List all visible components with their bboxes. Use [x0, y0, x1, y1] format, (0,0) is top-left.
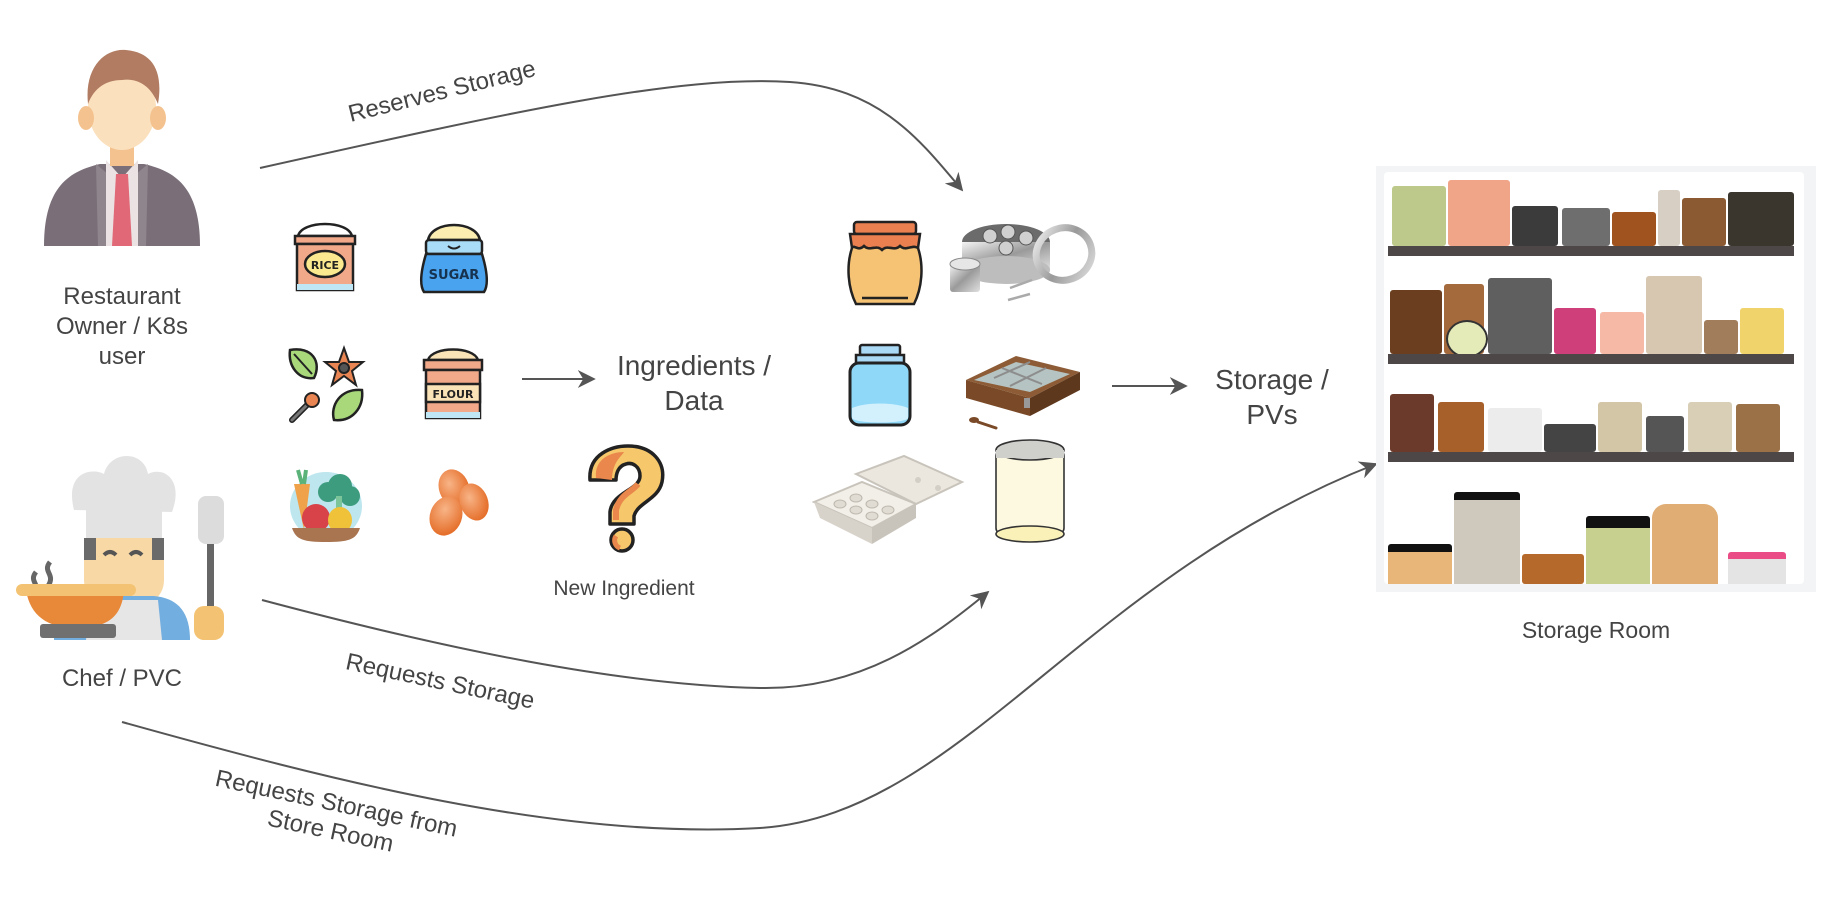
pantry-jar — [1522, 554, 1584, 584]
pantry-jar — [1488, 278, 1552, 354]
pantry-jar — [1600, 312, 1644, 354]
pantry-jar — [1544, 424, 1596, 452]
question-mark-icon — [582, 444, 668, 554]
pantry-shelf — [1388, 246, 1794, 256]
storage-room-label: Storage Room — [1521, 617, 1671, 643]
storage-label-line: Storage / — [1215, 364, 1329, 395]
owner-label: Restaurant Owner / K8s user — [22, 282, 222, 372]
ingredients-data-label: Ingredients / Data — [604, 348, 784, 418]
pantry-jar — [1388, 544, 1452, 584]
rice-bag-icon: RICE — [292, 218, 358, 294]
pantry-inner — [1384, 172, 1804, 584]
pantry-jar — [1554, 308, 1596, 354]
pantry-jar — [1652, 504, 1718, 584]
egg-carton-icon — [811, 452, 966, 548]
pantry-jar — [1562, 208, 1610, 246]
pantry-jar — [1658, 190, 1680, 246]
pantry-jar — [1598, 402, 1642, 452]
pantry-jar — [1728, 552, 1786, 584]
clear-jar-icon — [994, 436, 1066, 544]
chef-icon — [16, 456, 224, 640]
pantry-jar — [1438, 402, 1484, 452]
flour-bag-icon: FLOUR — [420, 344, 486, 422]
edge-reserves-storage — [259, 80, 964, 192]
pantry-jar — [1728, 192, 1794, 246]
pantry-jar — [1454, 492, 1520, 584]
sugar-bag-text: SUGAR — [429, 268, 480, 283]
chef-actor[interactable] — [14, 440, 234, 640]
pantry-jar — [1586, 516, 1650, 584]
pantry-jar — [1682, 198, 1726, 246]
pantry-jar — [1448, 180, 1510, 246]
sugar-bag-icon: SUGAR — [418, 218, 490, 296]
pantry-shelf — [1388, 452, 1794, 462]
pantry-jar — [1688, 402, 1732, 452]
pantry-jar — [1736, 404, 1780, 452]
pantry-jar — [1704, 320, 1738, 354]
spice-tin-icon — [946, 214, 1096, 310]
ingredients-label-line: Ingredients / — [616, 350, 772, 381]
eggs-icon — [424, 468, 494, 540]
pantry-jar — [1488, 408, 1542, 452]
pantry-shelf — [1388, 354, 1794, 364]
wooden-spice-box-icon — [960, 350, 1086, 430]
spices-icon — [286, 344, 366, 424]
owner-label-line: user — [98, 343, 146, 370]
pantry-jar — [1646, 416, 1684, 452]
chef-label: Chef / PVC — [61, 665, 183, 692]
owner-actor[interactable] — [40, 46, 204, 260]
pantry-jar — [1740, 308, 1784, 354]
pantry-jar — [1646, 276, 1702, 354]
businessman-icon — [44, 49, 200, 260]
pantry-jar — [1512, 206, 1558, 246]
flour-bag-text: FLOUR — [433, 388, 474, 401]
edge-requests-storage — [261, 590, 990, 690]
pantry-jar — [1390, 290, 1442, 354]
pantry-jar — [1612, 212, 1656, 246]
pantry-shelves-image — [1376, 166, 1816, 592]
owner-label-line: Owner / K8s — [55, 313, 189, 340]
storage-label-line: PVs — [1246, 399, 1298, 430]
new-ingredient-label: New Ingredient — [553, 577, 695, 600]
pantry-jar — [1390, 394, 1434, 452]
edge-requests-store-room — [121, 461, 1378, 831]
honey-jar-icon — [844, 218, 926, 308]
glass-jar-icon — [846, 342, 914, 428]
owner-label-line: Restaurant — [63, 283, 181, 310]
rice-bag-text: RICE — [311, 259, 339, 272]
ingredients-label-line: Data — [664, 385, 724, 416]
vegetables-icon — [288, 466, 364, 542]
pantry-jar — [1446, 320, 1488, 358]
pantry-jar — [1392, 186, 1446, 246]
storage-pvs-label: Storage / PVs — [1196, 362, 1348, 432]
